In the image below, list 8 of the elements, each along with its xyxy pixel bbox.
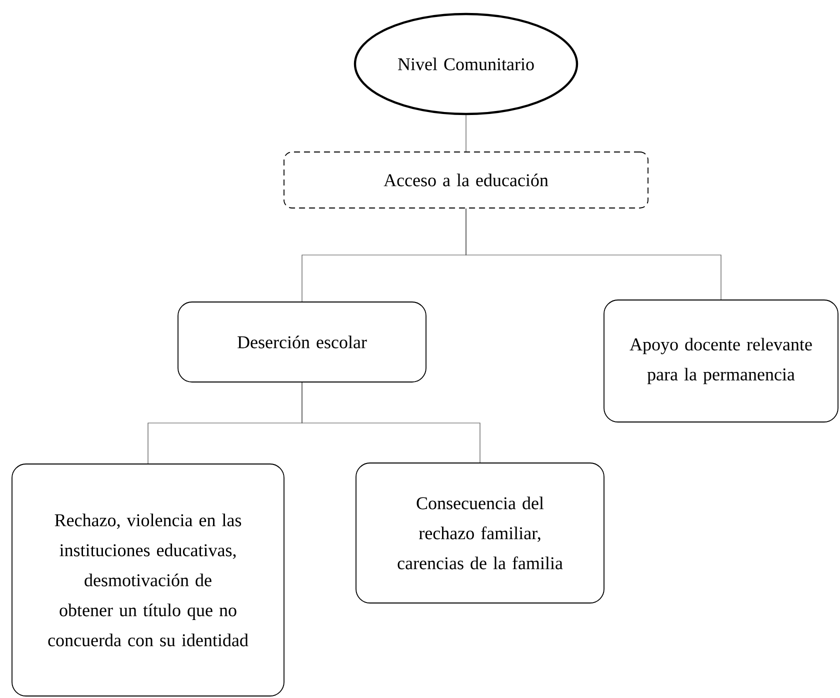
rounded-box: Rechazo, violencia en las instituciones educativas, desmotivación de obtener un título que no concuerda con su identidad <box>12 464 284 696</box>
rounded-box: Deserción escolar <box>178 302 426 382</box>
connector-line <box>302 382 480 463</box>
rounded-box: Apoyo docente relevante para la permanencia <box>604 300 838 422</box>
rounded-box: Consecuencia del rechazo familiar, carencias de la familia <box>356 462 604 604</box>
dashed-box: Acceso a la educación <box>284 152 648 208</box>
connector-line <box>466 208 722 300</box>
ellipse-node: Nivel Comunitario <box>354 12 578 116</box>
